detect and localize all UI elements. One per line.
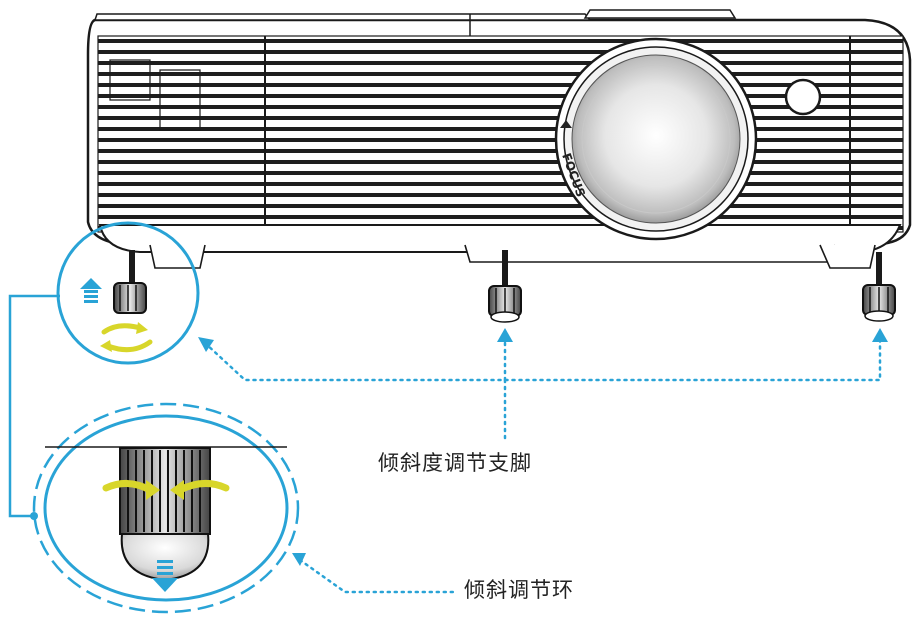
ring-rotate-arrows-icon [102, 480, 230, 500]
feet-leader-lines [203, 338, 882, 440]
up-arrow-icon [80, 278, 102, 303]
projector-body [86, 9, 912, 269]
callout-connector [8, 294, 60, 518]
connector-dot [30, 512, 38, 520]
tilt-feet-label: 倾斜度调节支脚 [378, 451, 532, 475]
tilt-ring-label: 倾斜调节环 [464, 578, 574, 602]
arrow-to-right-foot-icon [872, 328, 888, 342]
arrow-to-ring-icon [292, 553, 306, 566]
focus-arrow-up-icon [560, 120, 572, 128]
rotate-arrows-icon [100, 322, 153, 353]
arrow-to-center-foot-icon [497, 328, 513, 342]
arrow-to-left-foot-icon [198, 337, 214, 352]
ring-leader-line [298, 558, 457, 594]
lens [554, 37, 758, 241]
tilt-foot-left [113, 250, 147, 314]
tilt-foot-center [488, 250, 522, 323]
ir-sensor [784, 78, 822, 116]
tilt-foot-right [862, 252, 896, 322]
down-arrow-icon [152, 560, 178, 592]
small-callout-circle [56, 221, 200, 365]
